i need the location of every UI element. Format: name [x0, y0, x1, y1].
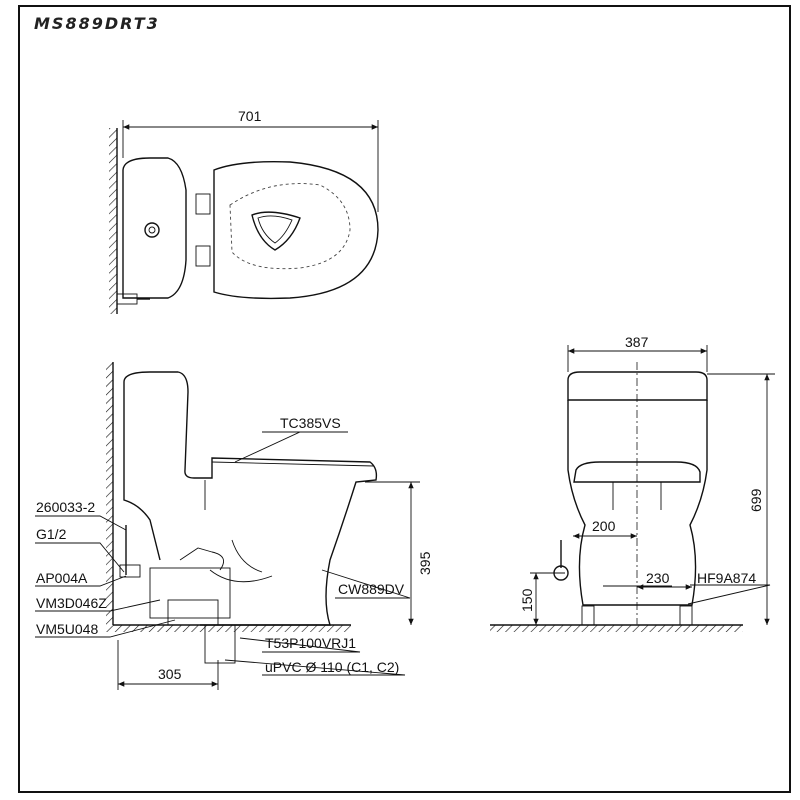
side-supply-valve	[119, 564, 141, 578]
side-drain-pipe	[204, 624, 236, 664]
front-seat-outline	[573, 461, 701, 483]
front-floor-bolt-left	[581, 605, 595, 626]
hose-code-label: AP004A	[36, 570, 88, 586]
leader-valve	[35, 515, 127, 531]
leader-hose	[35, 575, 127, 587]
leader-flange	[239, 637, 361, 653]
leader-part-1	[35, 599, 161, 612]
side-seat-line	[211, 461, 375, 467]
front-tank-outline	[567, 371, 708, 401]
side-tank-back	[123, 382, 161, 561]
front-width-dimension: 387	[625, 334, 649, 350]
side-flange	[167, 599, 219, 626]
bolt-dimension: 230	[646, 570, 670, 586]
side-floor-hatch	[106, 625, 351, 632]
flush-button	[144, 222, 160, 238]
top-view: 701	[109, 108, 379, 314]
side-body-outline	[123, 371, 378, 626]
side-trapway-3	[179, 547, 225, 571]
top-wall-hatch	[109, 128, 117, 314]
leader-seat	[234, 431, 348, 463]
side-outlet-box	[149, 567, 231, 619]
leader-part-2	[35, 619, 176, 638]
top-tank-outline	[122, 157, 187, 299]
top-supply-valve	[116, 293, 138, 305]
top-width-dimension: 701	[238, 108, 262, 124]
side-trapway-1	[231, 539, 263, 573]
top-seat-outline	[213, 161, 379, 300]
flush-button-inner	[148, 226, 156, 234]
valve-code-label: 260033-2	[36, 499, 95, 515]
flange-code-label: T53P100VRJ1	[265, 635, 356, 651]
top-bowl-rim	[229, 183, 351, 270]
pipe-spec-label: uPVC Ø 110 (C1, C2)	[265, 659, 399, 675]
front-height-dimension: 699	[748, 488, 764, 512]
bowl-code-label: CW889DV	[338, 581, 405, 597]
side-height-dimension: 395	[417, 551, 433, 575]
side-trapway-2	[209, 569, 273, 583]
hinge-code-label: HF9A874	[697, 570, 756, 586]
side-view: 395 305 TC385VS 260033-2 G1/2 AP004A VM3…	[35, 362, 433, 690]
valve-height-dimension: 150	[519, 588, 535, 612]
part-code-1-label: VM3D046Z	[36, 595, 107, 611]
part-code-2-label: VM5U048	[36, 621, 98, 637]
hinge-plate-bottom	[195, 245, 211, 267]
top-bowl-outlet	[257, 215, 293, 244]
model-title: MS889DRT3	[34, 14, 160, 33]
top-bowl-opening	[251, 211, 301, 251]
offset-dimension: 200	[592, 518, 616, 534]
front-view: 387 699 200 230 150 HF9A874	[490, 334, 775, 632]
rough-in-dimension: 305	[158, 666, 182, 682]
front-floor-bolt-right	[679, 605, 693, 626]
hinge-plate-top	[195, 193, 211, 215]
front-body-outline	[567, 400, 708, 606]
side-wall-hatch	[106, 362, 113, 625]
leader-thread	[35, 542, 125, 573]
drawing-frame	[18, 5, 791, 793]
leader-hinge	[687, 584, 771, 605]
front-floor-hatch	[490, 625, 743, 632]
thread-label: G1/2	[36, 526, 67, 542]
seat-code-label: TC385VS	[280, 415, 341, 431]
leader-pipe	[224, 659, 406, 676]
